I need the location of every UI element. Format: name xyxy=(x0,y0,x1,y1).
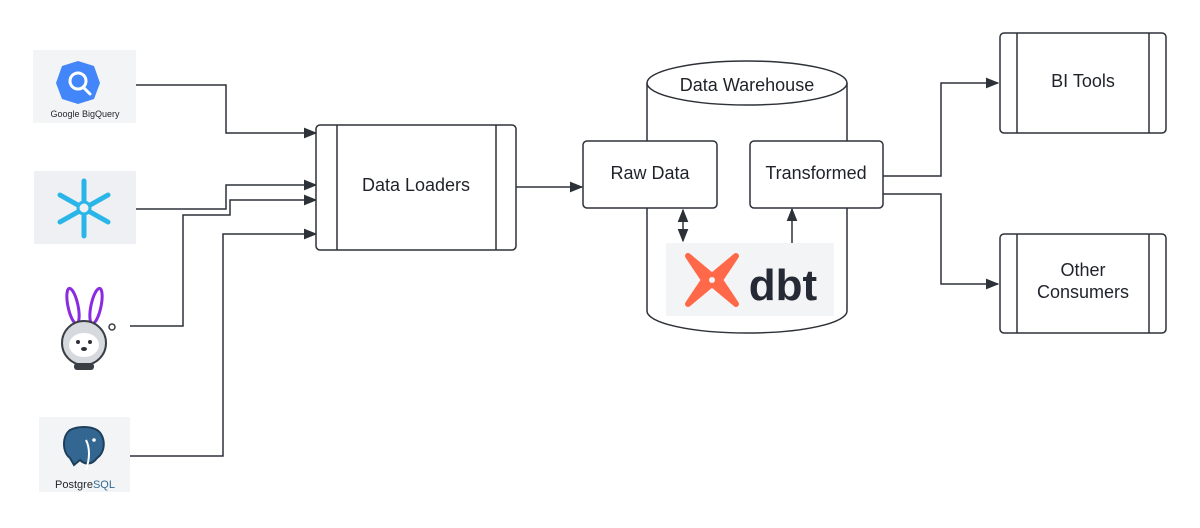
postgresql-elephant-icon xyxy=(63,426,105,471)
bigquery-icon xyxy=(56,61,100,104)
postgres-source: PostgreSQL xyxy=(39,417,130,492)
other-consumers-label-line2: Consumers xyxy=(1037,282,1129,302)
data-loaders-box[interactable]: Data Loaders xyxy=(315,124,517,251)
dbt-logo-icon xyxy=(685,253,739,307)
transformed-box[interactable]: Transformed xyxy=(749,140,884,209)
snowflake-source xyxy=(34,171,136,244)
airbyte-source xyxy=(39,284,130,372)
bi-tools-label: BI Tools xyxy=(1051,71,1115,91)
other-consumers-box[interactable]: Other Consumers xyxy=(999,233,1167,334)
dbt-connectors xyxy=(677,207,798,243)
postgres-caption: PostgreSQL xyxy=(55,479,115,491)
transformed-label: Transformed xyxy=(765,163,866,183)
raw-data-label: Raw Data xyxy=(610,163,690,183)
data-warehouse-title: Data Warehouse xyxy=(680,75,814,95)
raw-data-box[interactable]: Raw Data xyxy=(582,140,718,209)
source-connectors xyxy=(130,84,318,457)
rabbit-astronaut-icon xyxy=(61,286,116,370)
bi-tools-box[interactable]: BI Tools xyxy=(999,32,1167,134)
bigquery-caption: Google BigQuery xyxy=(50,109,120,119)
snowflake-icon xyxy=(57,178,111,239)
consumer-connectors xyxy=(883,77,1000,290)
data-loaders-label: Data Loaders xyxy=(362,175,470,195)
bigquery-source: Google BigQuery xyxy=(33,50,136,123)
other-consumers-label-line1: Other xyxy=(1060,260,1105,280)
dbt-logo-text: dbt xyxy=(749,261,818,310)
dbt-logo: dbt xyxy=(666,243,834,316)
